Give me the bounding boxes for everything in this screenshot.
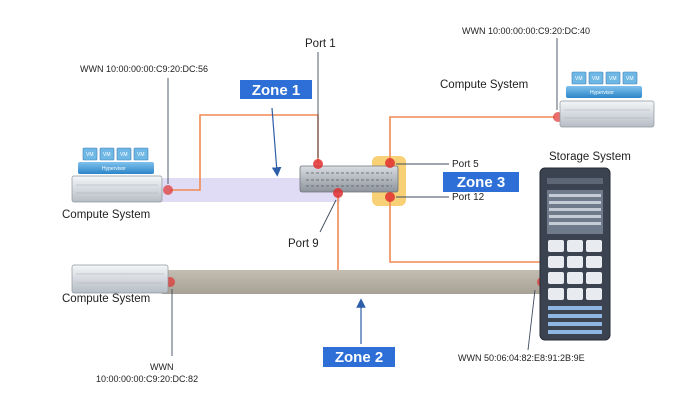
svg-text:Zone 3: Zone 3 [457, 174, 505, 191]
svg-text:Zone 1: Zone 1 [252, 82, 300, 99]
wwn-bottom-left-line2: 10:00:00:00:C9:20:DC:82 [96, 374, 198, 384]
hba-dot-top-left [163, 185, 173, 195]
compute-label-top-right: Compute System [440, 79, 528, 91]
vm-label: VM [103, 152, 111, 158]
port5-label: Port 5 [452, 159, 479, 170]
zone2-label: Zone 2 [323, 347, 395, 367]
vm-label: VM [592, 76, 600, 82]
zone1-label: Zone 1 [240, 80, 312, 99]
zone2-band [160, 270, 545, 294]
compute-system-top-right: VM VM VM VM Hypervisor [559, 71, 655, 128]
port1-dot [313, 159, 323, 169]
vm-label: VM [609, 76, 617, 82]
zone3-label: Zone 3 [443, 172, 519, 192]
vm-label: VM [86, 152, 94, 158]
fc-switch [299, 165, 399, 193]
vm-label: VM [137, 152, 145, 158]
port12-label: Port 12 [452, 192, 485, 203]
hypervisor-label: Hypervisor [102, 166, 126, 172]
wwn-storage: WWN 50:06:04:82:E8:91:2B:9E [458, 353, 585, 363]
compute-system-bottom-left [71, 264, 169, 294]
port9-label: Port 9 [288, 238, 319, 250]
compute-label-top-left: Compute System [62, 209, 150, 221]
vm-label: VM [626, 76, 634, 82]
vm-label: VM [575, 76, 583, 82]
wwn-top-right: WWN 10:00:00:00:C9:20:DC:40 [462, 26, 590, 36]
port9-dot [333, 188, 343, 198]
leader-lines [167, 38, 558, 356]
hypervisor-label: Hypervisor [590, 90, 614, 96]
port1-label: Port 1 [305, 38, 336, 50]
wwn-bottom-left-line1: WWN [150, 362, 174, 372]
compute-label-bottom-left: Compute System [62, 293, 150, 305]
storage-system [539, 167, 611, 341]
svg-text:Zone 2: Zone 2 [335, 349, 383, 366]
zone-arrows [271, 107, 366, 344]
compute-system-top-left: VM VM VM VM Hypervisor [71, 147, 163, 203]
wwn-top-left: WWN 10:00:00:00:C9:20:DC:56 [80, 64, 208, 74]
vm-label: VM [120, 152, 128, 158]
port5-dot [385, 158, 395, 168]
vm-icons: VM VM VM VM [82, 147, 149, 161]
port12-dot [385, 192, 395, 202]
storage-label: Storage System [549, 151, 631, 163]
